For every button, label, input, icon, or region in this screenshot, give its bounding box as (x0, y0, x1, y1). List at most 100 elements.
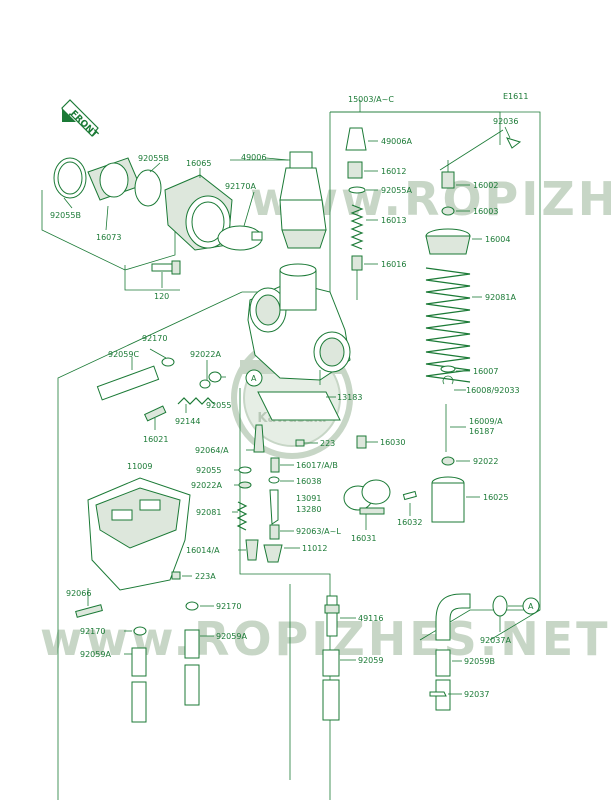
label-92063: 92063/A~L (296, 527, 341, 536)
label-92055b-left: 92055B (50, 211, 81, 220)
jet-16017 (270, 457, 280, 473)
spring-16013 (350, 204, 364, 250)
label-16007: 16007 (473, 367, 498, 376)
label-13091: 13091 (296, 494, 321, 503)
pipe-92059 (322, 649, 340, 677)
pipe-92059a-right-lower (184, 664, 200, 706)
label-92081a: 92081A (485, 293, 516, 302)
pipe-elbow (435, 593, 471, 641)
plate-16007 (440, 365, 456, 373)
pipe-92059b (435, 649, 451, 677)
label-16030: 16030 (380, 438, 405, 447)
label-13183: 13183 (337, 393, 362, 402)
label-223a: 223A (195, 572, 216, 581)
carburetor-body (247, 263, 351, 385)
insulator-plate-16073 (87, 157, 141, 201)
label-92170a: 92170A (225, 182, 256, 191)
label-92144: 92144 (175, 417, 200, 426)
label-16032: 16032 (397, 518, 422, 527)
label-92022a-mid: 92022A (190, 350, 221, 359)
label-16002: 16002 (473, 181, 498, 190)
o-ring-92055 (208, 371, 222, 383)
label-16009: 16009/A (469, 417, 503, 426)
nut-16003 (441, 206, 455, 216)
svg-text:A: A (251, 374, 257, 383)
throttle-valve-16025 (431, 476, 465, 523)
label-92036: 92036 (493, 117, 518, 126)
label-16187: 16187 (469, 427, 494, 436)
label-92059c: 92059C (108, 350, 139, 359)
adjuster-16002 (441, 160, 455, 189)
label-16014: 16014/A (186, 546, 220, 555)
jet-16014 (245, 539, 259, 561)
body-outline-left (57, 291, 243, 800)
pipe-92059a-right (184, 629, 200, 659)
carburetor-holder-16065 (164, 174, 233, 251)
jet-16016 (351, 255, 363, 271)
label-16012: 16012 (381, 167, 406, 176)
washer-92022a-low (238, 481, 252, 489)
cap-49006a (345, 127, 367, 151)
label-13280: 13280 (296, 505, 321, 514)
label-49006: 49006 (241, 153, 266, 162)
label-92059: 92059 (358, 656, 383, 665)
ref-marker-a-body: A (245, 369, 263, 387)
jet-11012 (263, 544, 283, 563)
label-16004: 16004 (485, 235, 510, 244)
svg-text:A: A (528, 602, 534, 611)
label-16021: 16021 (143, 435, 168, 444)
valve-16030 (356, 435, 367, 449)
pipe-92059a-left (131, 647, 147, 677)
label-92059b: 92059B (464, 657, 495, 666)
label-92059a-right: 92059A (216, 632, 247, 641)
label-11012: 11012 (302, 544, 327, 553)
clamp-92170-low (185, 601, 199, 611)
label-49116: 49116 (358, 614, 383, 623)
screw-92066 (75, 604, 103, 618)
front-arrow-icon: FRONT (61, 99, 100, 141)
cap-16004 (425, 228, 471, 255)
clamp-92170-left (133, 626, 147, 636)
label-16065: 16065 (186, 159, 211, 168)
label-92170-low: 92170 (216, 602, 241, 611)
label-11009: 11009 (127, 462, 152, 471)
label-92081: 92081 (196, 508, 221, 517)
label-92055a-top: 92055A (381, 186, 412, 195)
label-92055b-top: 92055B (138, 154, 169, 163)
label-92055-low: 92055 (196, 466, 221, 475)
ring-16038 (268, 476, 280, 484)
label-16025: 16025 (483, 493, 508, 502)
label-92059a-left: 92059A (80, 650, 111, 659)
o-ring-92055a (348, 186, 366, 194)
label-92022: 92022 (473, 457, 498, 466)
label-16031: 16031 (351, 534, 376, 543)
label-92037a: 92037A (480, 636, 511, 645)
label-16016: 16016 (381, 260, 406, 269)
clip-92036 (506, 137, 522, 149)
washer-92022 (441, 456, 455, 466)
label-49006a: 49006A (381, 137, 412, 146)
label-15003: 15003/A~C (348, 95, 394, 104)
screw-223a (171, 571, 181, 580)
jet-92063 (269, 524, 280, 540)
screw-16021 (144, 405, 167, 422)
washer-92022a (199, 379, 211, 389)
label-16003: 16003 (473, 207, 498, 216)
bolt-120 (151, 260, 181, 275)
label-120: 120 (154, 292, 169, 301)
label-16017: 16017/A/B (296, 461, 338, 470)
leader-lines (63, 126, 523, 695)
gasket-13183 (257, 391, 341, 421)
o-ring-92055-low (238, 466, 252, 474)
clamp-92170 (161, 357, 175, 367)
spring-92081 (236, 501, 248, 531)
cap-92037a (492, 595, 508, 617)
label-16013: 16013 (381, 216, 406, 225)
cap-49006 (279, 151, 327, 249)
pipe-92059-lower (322, 679, 340, 721)
diagram-id: E1611 (503, 92, 528, 101)
float-bowl-11009 (87, 477, 191, 591)
nut-16012 (347, 161, 363, 179)
pipe-92059c (96, 365, 160, 401)
